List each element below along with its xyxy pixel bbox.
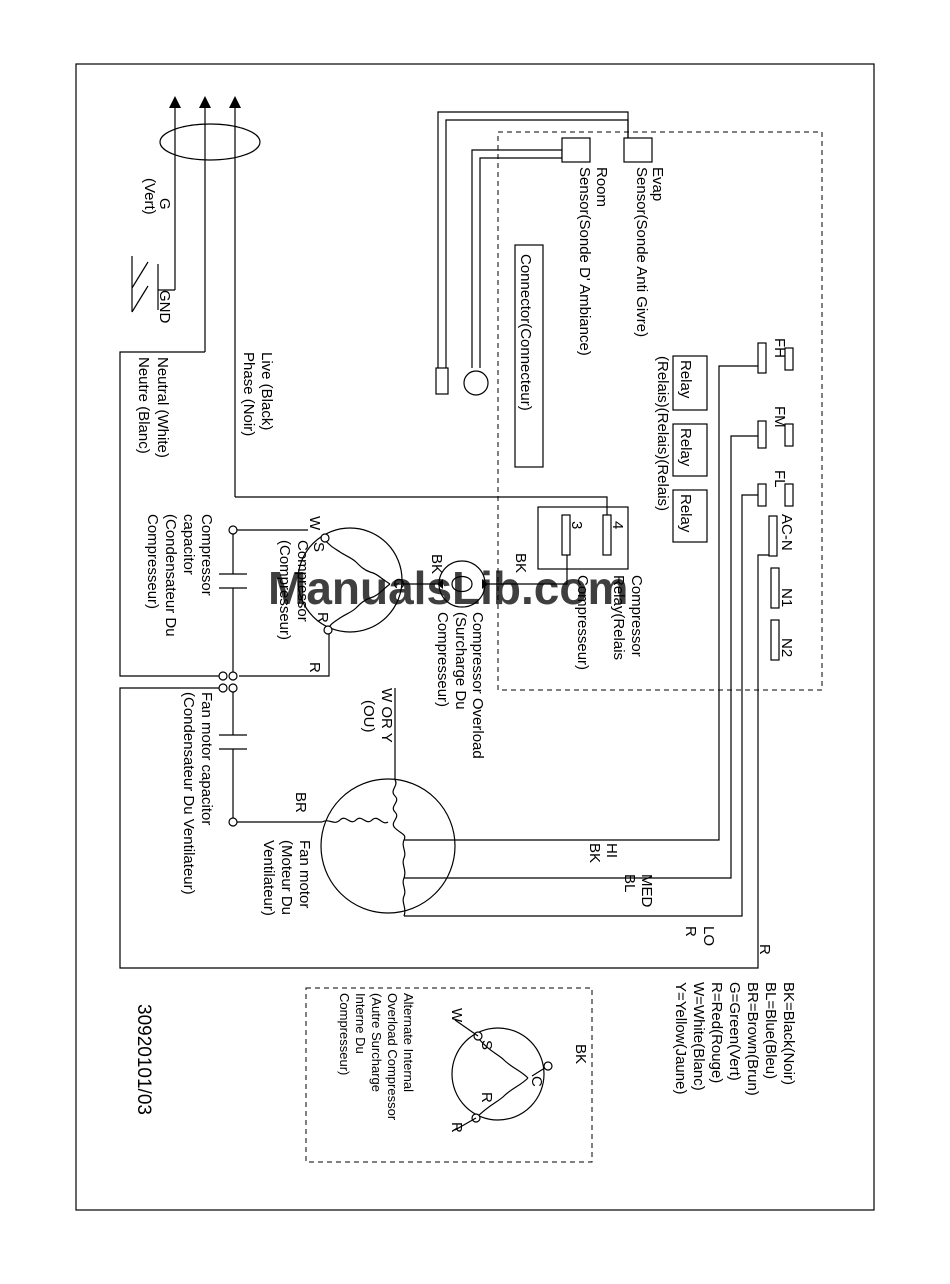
label-comp-2: (Compresseur): [276, 540, 293, 640]
label-comp-s: S: [310, 542, 327, 552]
label-alt-3: (Autre Surcharge: [369, 993, 384, 1092]
label-alt-r: R: [478, 1092, 495, 1103]
label-neutral: Neutral (White): [154, 357, 171, 458]
label-alt-c: C: [528, 1076, 545, 1087]
alternate-compressor: [451, 1019, 553, 1131]
label-fan-motor-3: Ventilateur): [260, 840, 277, 916]
label-alt-s: S: [478, 1040, 495, 1050]
legend-w: W=White(Blanc): [690, 982, 707, 1091]
alternate-overload-box: [305, 987, 593, 1163]
label-comp-relay-2: Relay(Relais: [610, 575, 627, 660]
label-r-lo: R: [682, 926, 699, 937]
control-board-outline: [497, 131, 823, 691]
legend-y: Y=Yellow(Jaune): [672, 982, 689, 1094]
fan-motor: [320, 778, 456, 917]
label-comp-cap-2: capacitor: [180, 514, 197, 575]
label-evap: Evap: [649, 167, 666, 201]
label-phase: Phase (Noir): [240, 352, 257, 436]
label-fan-cap-2: (Condensateur Du Ventilateur): [180, 692, 197, 895]
legend-br: BR=Brown(Brun): [744, 982, 761, 1096]
label-comp-overload-2: (Surcharge Du: [452, 612, 469, 710]
label-comp-1: Compressor: [294, 540, 311, 622]
diagram-labels: Evap Sensor(Sonde Anti Givre) Room Senso…: [135, 167, 797, 1133]
label-alt-bk: BK: [572, 1044, 589, 1064]
label-fl: FL: [771, 470, 788, 488]
alternate-overload-labels: Alternate Internal Overload Compressor (…: [337, 993, 416, 1121]
label-pin-4: 4: [609, 521, 626, 529]
label-gnd: GND: [156, 290, 173, 324]
label-relay-3: Relay: [677, 494, 694, 533]
label-w-or-y: W OR Y: [378, 688, 395, 743]
part-number: 30920101/03: [133, 1004, 154, 1115]
label-fan-cap-1: Fan motor capacitor: [198, 692, 215, 825]
label-ou: (OU): [360, 700, 377, 733]
board-terminals: [757, 342, 794, 661]
label-relais-line: (Relais)(Relais)(Relais): [654, 356, 671, 511]
label-comp-r-inner: R: [314, 612, 331, 623]
label-comp-cap-3: (Condensateur Du: [162, 514, 179, 637]
label-alt-4: Interne Du: [353, 993, 368, 1054]
label-bk-overload: BK: [428, 554, 445, 574]
junction-circles: [218, 525, 238, 827]
watermark: ManualsLib.com: [268, 562, 628, 614]
label-comp-r: R: [306, 662, 323, 673]
label-comp-overload-3: Compresseur): [434, 612, 451, 707]
label-connector: Connector(Connecteur): [517, 254, 534, 411]
compressor-motor: [297, 527, 403, 635]
label-g-vert: (Vert): [141, 178, 158, 215]
label-comp-overload-1: Compressor Overload: [469, 612, 486, 759]
label-alt-r-outer: R: [448, 1122, 465, 1133]
label-comp-cap-4: Compresseur): [144, 514, 161, 609]
label-fm: FM: [771, 406, 788, 428]
label-evap-sensor: Sensor(Sonde Anti Givre): [633, 167, 650, 337]
label-comp-relay-1: Compressor: [628, 575, 645, 657]
label-hi: HI: [603, 843, 620, 858]
compressor-overload: [437, 560, 488, 608]
label-fan-motor-1: Fan motor: [296, 840, 313, 908]
page-border: [75, 63, 875, 1211]
legend-bl: BL=Blue(Bleu): [762, 982, 779, 1079]
label-live: Live (Black): [258, 352, 275, 430]
label-comp-relay-3: Compresseur): [574, 575, 591, 670]
label-lo: LO: [700, 926, 717, 946]
label-fh: FH: [771, 338, 788, 358]
label-relay-1: Relay: [677, 360, 694, 399]
legend-g: G=Green(Vert): [726, 982, 743, 1081]
label-comp-cap-1: Compressor: [198, 514, 215, 596]
legend-bk: BK=Black(Noir): [780, 982, 797, 1085]
label-med: MED: [638, 874, 655, 908]
room-sensor: [463, 137, 591, 396]
label-neutre: Neutre (Blanc): [135, 357, 152, 454]
label-r-acn: R: [756, 944, 773, 955]
label-bl: BL: [621, 874, 638, 892]
label-relay-2: Relay: [677, 428, 694, 467]
label-fan-motor-2: (Moteur Du: [278, 840, 295, 915]
label-alt-1: Alternate Internal: [401, 993, 416, 1092]
label-br: BR: [292, 792, 309, 813]
label-bk-relay: BK: [512, 553, 529, 573]
label-pin-3: 3: [568, 521, 585, 529]
label-bk-fan: BK: [586, 843, 603, 863]
relay-boxes: [672, 355, 708, 543]
evap-sensor: [435, 137, 653, 395]
connector-box: [514, 244, 544, 468]
label-acn: AC-N: [778, 514, 795, 551]
label-alt-2: Overload Compressor: [385, 993, 400, 1121]
label-n2: N2: [778, 638, 795, 657]
legend-r: R=Red(Rouge): [708, 982, 725, 1083]
label-g: G: [156, 198, 173, 210]
wires: [119, 104, 774, 969]
compressor-relay: [537, 506, 629, 570]
label-alt-5: Compresseur): [337, 993, 352, 1075]
label-alt-w: W: [448, 1008, 465, 1023]
label-room-sensor: Sensor(Sonde D' Ambiance): [576, 167, 593, 356]
power-cord: [159, 96, 261, 161]
label-comp-w: W: [306, 516, 323, 531]
label-n1: N1: [778, 588, 795, 607]
label-comp-c: C: [390, 578, 407, 589]
label-room: Room: [593, 167, 610, 207]
